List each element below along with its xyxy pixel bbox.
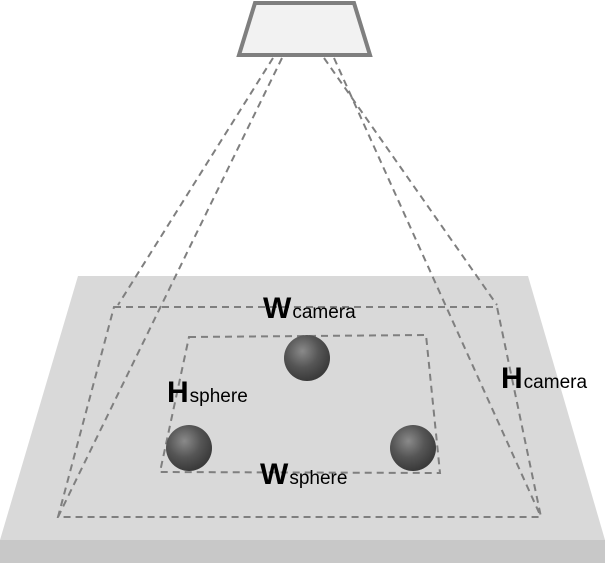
sphere-area	[158, 333, 442, 475]
fov-line-left-outer	[117, 57, 274, 306]
sphere-bottom-left	[166, 425, 212, 471]
sphere-bottom-right	[390, 425, 436, 471]
floor-plane	[0, 276, 605, 540]
fov-line-left-inner	[57, 57, 283, 518]
floor-front-edge	[0, 540, 605, 563]
camera-footprint	[56, 306, 543, 518]
label-w-camera: Wcamera	[263, 292, 356, 325]
label-w-sphere: Wsphere	[260, 458, 347, 491]
label-h-camera: Hcamera	[501, 362, 587, 395]
fov-line-right-outer	[323, 57, 498, 306]
camera-icon	[236, 1, 373, 57]
sphere-top	[284, 335, 330, 381]
label-h-sphere: Hsphere	[167, 376, 248, 409]
